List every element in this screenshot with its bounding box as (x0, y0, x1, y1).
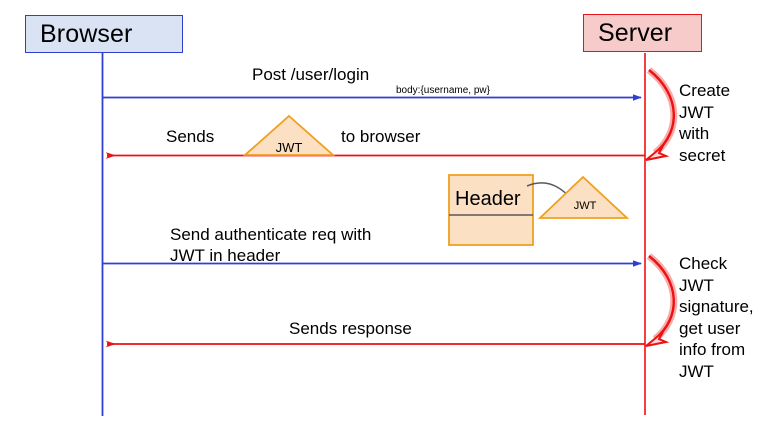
participant-browser-label: Browser (40, 19, 133, 48)
self-loop-check-jwt (645, 253, 678, 347)
message-label-sends-response: Sends response (289, 319, 412, 338)
message-sublabel-post-login-body: body:{username, pw} (396, 85, 490, 96)
participant-server[interactable]: Server (583, 14, 702, 52)
message-label-auth-request: Send authenticate req with JWT in header (170, 225, 372, 265)
message-label-sends-jwt-right: to browser (341, 127, 421, 146)
self-loop-create-jwt (645, 67, 678, 161)
participant-server-label: Server (598, 18, 673, 47)
jwt-token-triangle-1 (242, 114, 336, 156)
jwt-triangle-2-label: JWT (573, 200, 597, 212)
message-label-post-login: Post /user/login (252, 65, 370, 84)
header-box-shape (448, 174, 534, 246)
note-check-jwt: Check JWT signature, get user info from … (679, 254, 754, 381)
header-box-label: Header (455, 188, 521, 210)
participant-browser[interactable]: Browser (25, 15, 183, 53)
jwt-triangle-1-label: JWT (275, 140, 303, 155)
message-label-sends-jwt-left: Sends (166, 127, 215, 146)
jwt-token-triangle-2 (537, 175, 630, 219)
note-create-jwt: Create JWT with secret (679, 81, 731, 165)
